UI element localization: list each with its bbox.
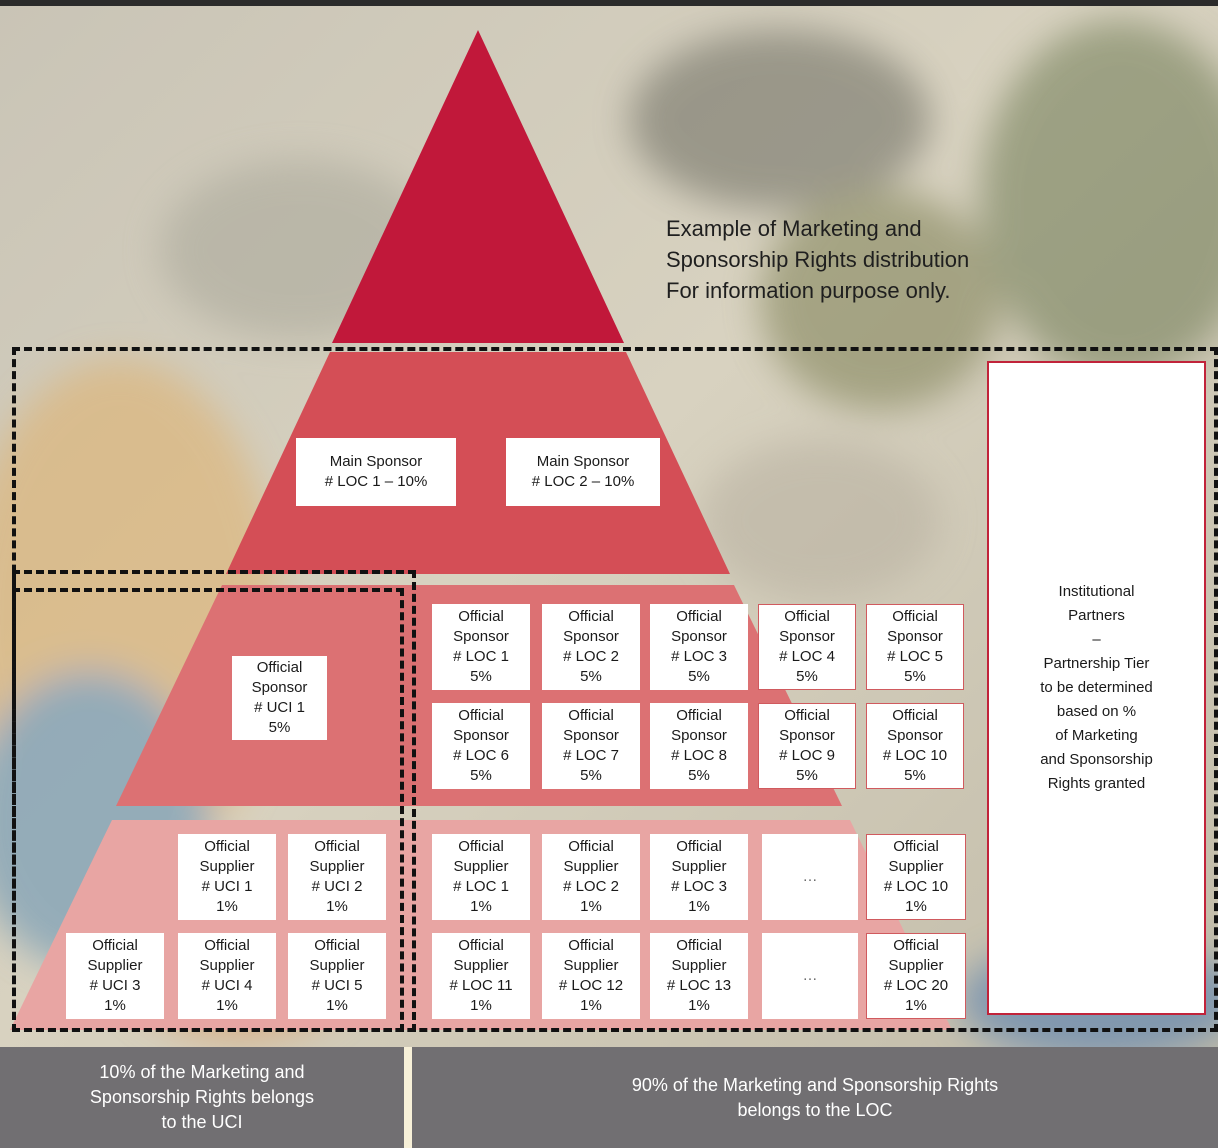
official-supplier-uci-4: Official Supplier # UCI 4 1% (178, 933, 276, 1019)
uci-share-banner: 10% of the Marketing and Sponsorship Rig… (0, 1047, 404, 1148)
footer-divider (404, 1047, 412, 1148)
official-supplier-uci-2: Official Supplier # UCI 2 1% (288, 834, 386, 920)
official-supplier-uci-5: Official Supplier # UCI 5 1% (288, 933, 386, 1019)
institutional-partners-box: Institutional Partners – Partnership Tie… (987, 361, 1206, 1015)
official-supplier-loc-10: Official Supplier # LOC 10 1% (866, 834, 966, 920)
official-supplier-ellipsis-2: … (762, 933, 858, 1019)
official-supplier-loc-13: Official Supplier # LOC 13 1% (650, 933, 748, 1019)
official-supplier-uci-3: Official Supplier # UCI 3 1% (66, 933, 164, 1019)
diagram-caption: Example of Marketing and Sponsorship Rig… (666, 216, 970, 303)
official-sponsor-loc-3: Official Sponsor # LOC 3 5% (650, 604, 748, 690)
main-sponsor-loc-2: Main Sponsor # LOC 2 – 10% (506, 438, 660, 506)
official-supplier-ellipsis-1: … (762, 834, 858, 920)
official-supplier-loc-3: Official Supplier # LOC 3 1% (650, 834, 748, 920)
official-supplier-loc-11: Official Supplier # LOC 11 1% (432, 933, 530, 1019)
loc-share-banner: 90% of the Marketing and Sponsorship Rig… (412, 1047, 1218, 1148)
official-sponsor-uci-1: Official Sponsor # UCI 1 5% (232, 656, 327, 740)
official-sponsor-loc-8: Official Sponsor # LOC 8 5% (650, 703, 748, 789)
pyramid-apex (332, 30, 624, 343)
official-sponsor-loc-4: Official Sponsor # LOC 4 5% (758, 604, 856, 690)
official-supplier-uci-1: Official Supplier # UCI 1 1% (178, 834, 276, 920)
official-sponsor-loc-7: Official Sponsor # LOC 7 5% (542, 703, 640, 789)
official-sponsor-loc-5: Official Sponsor # LOC 5 5% (866, 604, 964, 690)
official-sponsor-loc-1: Official Sponsor # LOC 1 5% (432, 604, 530, 690)
official-supplier-loc-1: Official Supplier # LOC 1 1% (432, 834, 530, 920)
main-sponsor-loc-1: Main Sponsor # LOC 1 – 10% (296, 438, 456, 506)
official-sponsor-loc-9: Official Sponsor # LOC 9 5% (758, 703, 856, 789)
official-sponsor-loc-2: Official Sponsor # LOC 2 5% (542, 604, 640, 690)
pyramid-tier-main-sponsors (226, 352, 730, 574)
official-sponsor-loc-6: Official Sponsor # LOC 6 5% (432, 703, 530, 789)
official-supplier-loc-2: Official Supplier # LOC 2 1% (542, 834, 640, 920)
uci-rights-inner-dashed-outline (12, 588, 404, 1032)
official-sponsor-loc-10: Official Sponsor # LOC 10 5% (866, 703, 964, 789)
official-supplier-loc-12: Official Supplier # LOC 12 1% (542, 933, 640, 1019)
official-supplier-loc-20: Official Supplier # LOC 20 1% (866, 933, 966, 1019)
